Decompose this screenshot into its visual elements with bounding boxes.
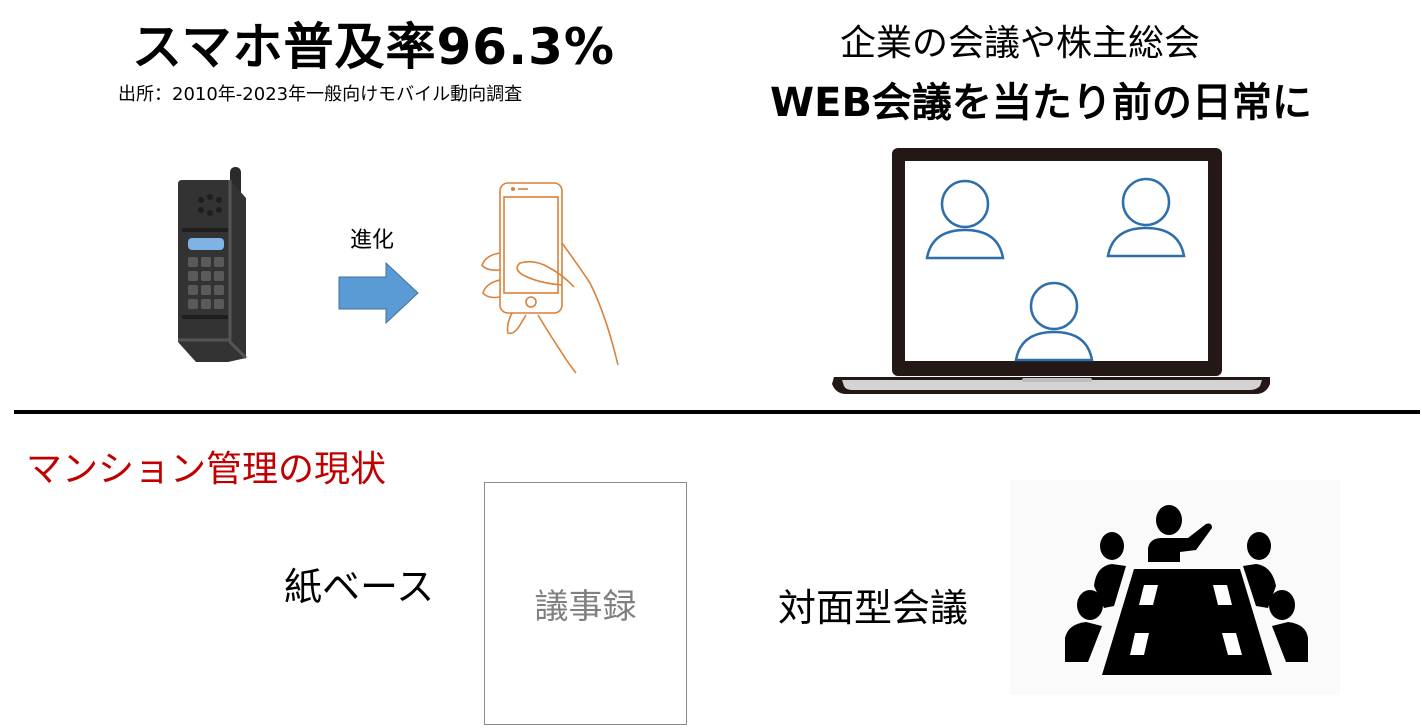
meeting-subtitle: 企業の会議や株主総会: [840, 23, 1201, 64]
laptop-video-call-icon: [832, 148, 1270, 394]
user-icon: [925, 179, 1005, 260]
minutes-document: 議事録: [484, 482, 687, 725]
user-icon: [1014, 281, 1094, 362]
face-to-face-meeting-label: 対面型会議: [778, 586, 969, 630]
meeting-table-icon: [1010, 480, 1340, 695]
participant-group: [925, 177, 1186, 362]
paper-based-label: 紙ベース: [284, 565, 435, 609]
arrow-right-icon: [338, 262, 419, 324]
evolution-label: 進化: [350, 228, 395, 253]
section-divider: [14, 410, 1420, 414]
source-caption: 出所：2010年-2023年一般向けモバイル動向調査: [118, 84, 523, 105]
minutes-document-label: 議事録: [534, 587, 637, 627]
mobile-phone-old-icon: [178, 167, 248, 362]
smartphone-adoption-headline: スマホ普及率96.3%: [132, 18, 615, 76]
user-icon: [1106, 177, 1186, 258]
web-meeting-title: WEB会議を当たり前の日常に: [770, 80, 1312, 126]
smartphone-in-hand-icon: [481, 182, 619, 374]
section-title: マンション管理の現状: [26, 449, 387, 490]
